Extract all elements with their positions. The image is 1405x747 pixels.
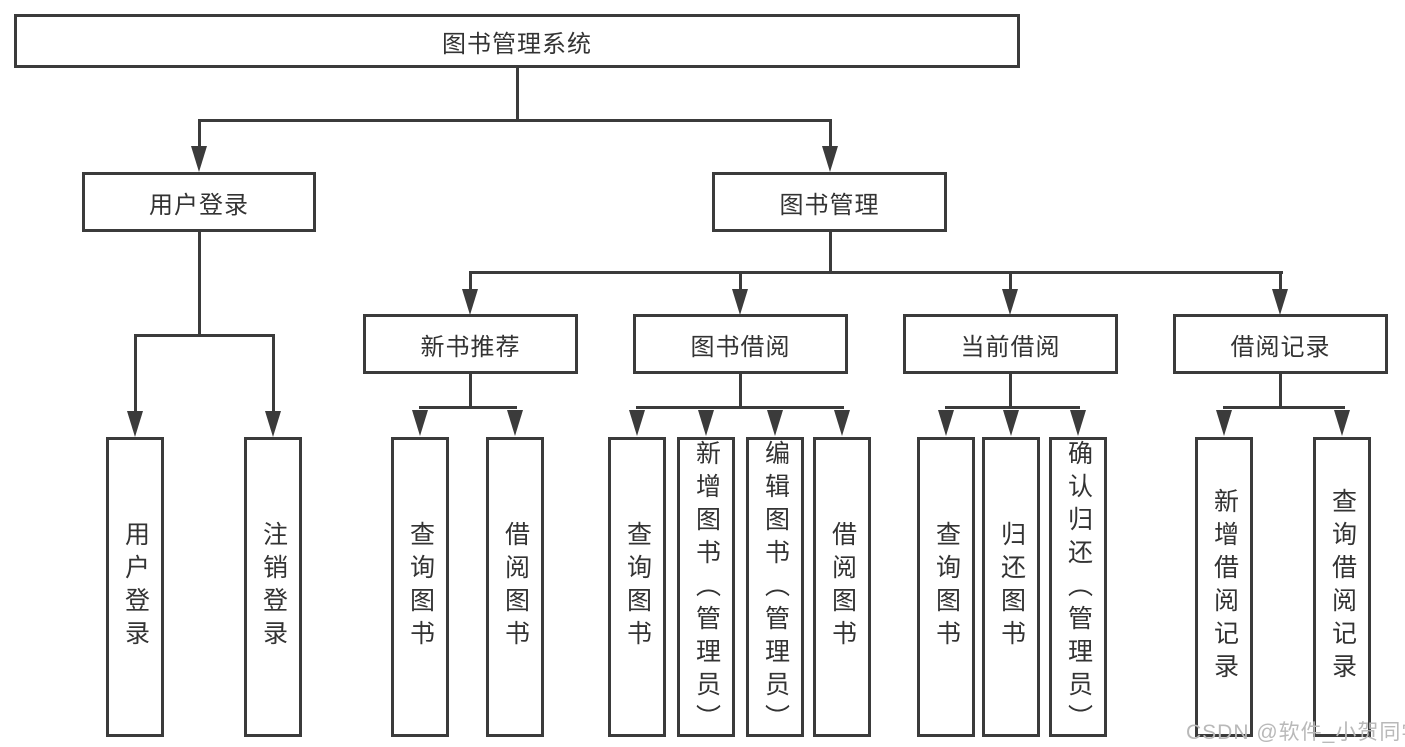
connector-current-borrowing-horizontal [944,406,1080,409]
leaf-bb-borrow-books: 借阅图书 [813,437,871,737]
node-root: 图书管理系统 [14,14,1020,68]
connector-stem-book-management [828,119,832,149]
leaf-nbr-borrow-books: 借阅图书 [486,437,544,737]
connector-stem-logout-leaf [271,334,275,413]
node-book-borrowing: 图书借阅 [633,314,848,374]
leaf-logout: 注销登录 [244,437,302,737]
arrow-to-nbr-query [412,410,428,436]
connector-borrowing-records-horizontal [1222,406,1345,409]
connector-stem-user-login-leaf [133,334,137,413]
arrow-to-nbr-borrow [507,410,523,436]
leaf-cb-return-books: 归还图书 [982,437,1040,737]
connector-new-book-recommend-horizontal [418,406,517,409]
connector-stem-current-borrowing [1008,271,1012,291]
node-current-borrowing: 当前借阅 [903,314,1118,374]
leaf-bb-query-books: 查询图书 [608,437,666,737]
leaf-bb-add-books: 新增图书（管理员） [677,437,735,737]
connector-level3-horizontal [468,271,1283,274]
node-borrowing-records: 借阅记录 [1173,314,1388,374]
leaf-user-login: 用户登录 [106,437,164,737]
connector-user-login-down [197,232,201,337]
connector-borrowing-records-down [1278,374,1282,409]
arrow-to-br-add [1216,410,1232,436]
arrow-to-cb-query [938,410,954,436]
node-new-book-recommend: 新书推荐 [363,314,578,374]
leaf-bb-edit-books: 编辑图书（管理员） [746,437,804,737]
arrow-to-bb-add [698,410,714,436]
arrow-to-user-login [191,146,207,172]
connector-book-borrowing-down [738,374,742,409]
arrow-to-bb-borrow [834,410,850,436]
connector-stem-borrowing-records [1278,271,1282,291]
arrow-to-user-login-leaf [127,411,143,437]
arrow-to-book-borrowing [732,289,748,315]
arrow-to-new-book-recommend [462,289,478,315]
arrow-to-cb-confirm [1070,410,1086,436]
connector-current-borrowing-down [1008,374,1012,409]
leaf-cb-query-books: 查询图书 [917,437,975,737]
arrow-to-borrowing-records [1272,289,1288,315]
node-book-management: 图书管理 [712,172,947,232]
connector-user-login-horizontal [133,334,275,337]
connector-book-borrowing-horizontal [635,406,844,409]
arrow-to-br-query [1334,410,1350,436]
connector-new-book-recommend-down [468,374,472,409]
csdn-watermark: CSDN @软件_小贺同学 [1186,721,1405,744]
leaf-nbr-query-books: 查询图书 [391,437,449,737]
arrow-to-logout-leaf [265,411,281,437]
arrow-to-current-borrowing [1002,289,1018,315]
connector-stem-book-borrowing [738,271,742,291]
arrow-to-bb-query [629,410,645,436]
node-user-login: 用户登录 [82,172,316,232]
connector-root-trunk [515,68,519,122]
connector-stem-user-login [197,119,201,149]
connector-book-management-down [828,232,832,273]
arrow-to-bb-edit [767,410,783,436]
leaf-cb-confirm-return: 确认归还（管理员） [1049,437,1107,737]
arrow-to-cb-return [1003,410,1019,436]
connector-level1-horizontal [197,119,832,122]
leaf-br-query-record: 查询借阅记录 [1313,437,1371,737]
arrow-to-book-management [822,146,838,172]
connector-stem-new-book-recommend [468,271,472,291]
leaf-br-add-record: 新增借阅记录 [1195,437,1253,737]
